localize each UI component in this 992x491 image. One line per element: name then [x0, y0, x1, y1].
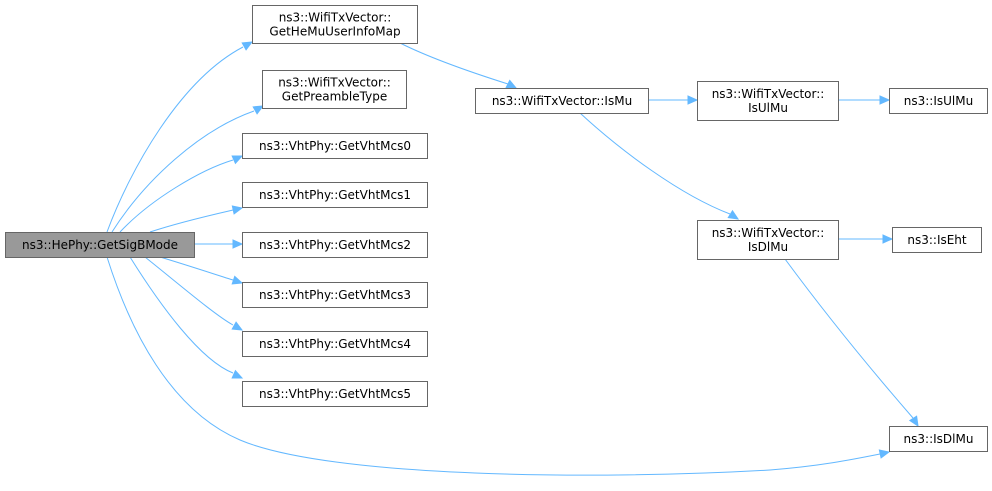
edge-isMu-to-txIsDlMu — [579, 112, 740, 220]
arrowhead-icon — [231, 369, 244, 379]
edge-txIsDlMu-to-isEht — [838, 234, 894, 244]
node-label: GetPreambleType — [282, 90, 387, 104]
edge-isMu-to-txIsUlMu — [648, 95, 699, 105]
node-isEht[interactable]: ns3::IsEht — [892, 227, 982, 253]
node-label: ns3::VhtPhy::GetVhtMcs3 — [259, 288, 411, 302]
edge-line — [111, 110, 255, 233]
arrowhead-icon — [232, 239, 244, 249]
node-mcs4[interactable]: ns3::VhtPhy::GetVhtMcs4 — [242, 331, 428, 357]
edges-layer — [106, 41, 919, 476]
node-label: ns3::WifiTxVector::IsMu — [492, 94, 632, 108]
node-label: ns3::WifiTxVector:: — [278, 76, 391, 90]
node-box — [242, 133, 428, 159]
node-label: ns3::VhtPhy::GetVhtMcs2 — [259, 238, 411, 252]
node-txIsDlMu[interactable]: ns3::WifiTxVector::IsDlMu — [697, 220, 839, 260]
edge-root-to-mcs0 — [119, 155, 244, 233]
node-label: ns3::VhtPhy::GetVhtMcs5 — [259, 387, 411, 401]
node-getHeMu[interactable]: ns3::WifiTxVector::GetHeMuUserInfoMap — [252, 5, 418, 44]
node-box — [242, 331, 428, 357]
node-isMu[interactable]: ns3::WifiTxVector::IsMu — [475, 88, 649, 114]
node-label: ns3::IsEht — [907, 233, 967, 247]
edge-line — [149, 209, 234, 233]
node-root[interactable]: ns3::HePhy::GetSigBMode — [5, 232, 195, 258]
arrowhead-icon — [908, 415, 919, 428]
arrowhead-icon — [231, 275, 244, 285]
node-label: ns3::WifiTxVector:: — [712, 226, 825, 240]
node-box — [252, 5, 418, 44]
nodes-layer: ns3::HePhy::GetSigBMode ns3::WifiTxVector… — [5, 5, 988, 452]
node-label: ns3::WifiTxVector:: — [712, 87, 825, 101]
edge-line — [106, 256, 881, 476]
arrowhead-icon — [231, 205, 244, 215]
edge-line — [129, 256, 234, 374]
edge-line — [159, 256, 234, 281]
node-isDlMu[interactable]: ns3::IsDlMu — [889, 426, 988, 452]
node-box — [5, 232, 195, 258]
node-box — [889, 88, 988, 114]
node-label: ns3::VhtPhy::GetVhtMcs0 — [259, 139, 411, 153]
node-mcs1[interactable]: ns3::VhtPhy::GetVhtMcs1 — [242, 182, 428, 208]
node-label: ns3::VhtPhy::GetVhtMcs1 — [259, 188, 411, 202]
edge-root-to-mcs1 — [149, 205, 244, 233]
node-txIsUlMu[interactable]: ns3::WifiTxVector::IsUlMu — [697, 81, 839, 121]
node-label: IsDlMu — [748, 240, 788, 254]
node-box — [242, 232, 428, 258]
edge-root-to-mcs2 — [194, 239, 244, 249]
node-box — [242, 182, 428, 208]
node-mcs5[interactable]: ns3::VhtPhy::GetVhtMcs5 — [242, 381, 428, 407]
edge-line — [144, 256, 234, 326]
node-label: ns3::HePhy::GetSigBMode — [22, 238, 178, 252]
node-box — [242, 381, 428, 407]
arrowhead-icon — [505, 79, 518, 89]
arrowhead-icon — [727, 209, 740, 220]
edge-root-to-mcs3 — [159, 256, 244, 285]
node-box — [892, 227, 982, 253]
node-label: IsUlMu — [748, 101, 788, 115]
edge-line — [399, 42, 509, 85]
edge-line — [119, 159, 234, 233]
edge-root-to-mcs4 — [144, 256, 244, 331]
arrowhead-icon — [882, 234, 894, 244]
node-mcs0[interactable]: ns3::VhtPhy::GetVhtMcs0 — [242, 133, 428, 159]
arrowhead-icon — [879, 95, 891, 105]
node-box — [262, 70, 407, 109]
arrowhead-icon — [878, 449, 891, 459]
node-isUlMu[interactable]: ns3::IsUlMu — [889, 88, 988, 114]
node-label: ns3::VhtPhy::GetVhtMcs4 — [259, 337, 411, 351]
edge-txIsDlMu-to-isDlMu — [784, 258, 919, 428]
node-label: GetHeMuUserInfoMap — [269, 25, 400, 39]
edge-root-to-isDlMu — [106, 256, 891, 476]
arrowhead-icon — [231, 155, 244, 165]
arrowhead-icon — [241, 41, 254, 51]
node-box — [242, 282, 428, 308]
node-label: ns3::WifiTxVector:: — [279, 11, 392, 25]
edge-root-to-getPreamble — [111, 105, 265, 233]
node-mcs2[interactable]: ns3::VhtPhy::GetVhtMcs2 — [242, 232, 428, 258]
edge-line — [106, 46, 244, 233]
edge-getHeMu-to-isMu — [399, 42, 518, 89]
arrowhead-icon — [252, 105, 265, 115]
node-label: ns3::IsDlMu — [904, 432, 974, 446]
edge-line — [784, 258, 914, 419]
arrowhead-icon — [231, 321, 244, 331]
node-box — [475, 88, 649, 114]
node-box — [697, 220, 839, 260]
node-getPreamble[interactable]: ns3::WifiTxVector::GetPreambleType — [262, 70, 407, 109]
edge-txIsUlMu-to-isUlMu — [838, 95, 891, 105]
node-box — [889, 426, 988, 452]
arrowhead-icon — [687, 95, 699, 105]
edge-line — [579, 112, 731, 215]
edge-root-to-mcs5 — [129, 256, 244, 379]
node-box — [697, 81, 839, 121]
edge-root-to-getHeMu — [106, 41, 254, 233]
node-label: ns3::IsUlMu — [904, 94, 973, 108]
node-mcs3[interactable]: ns3::VhtPhy::GetVhtMcs3 — [242, 282, 428, 308]
